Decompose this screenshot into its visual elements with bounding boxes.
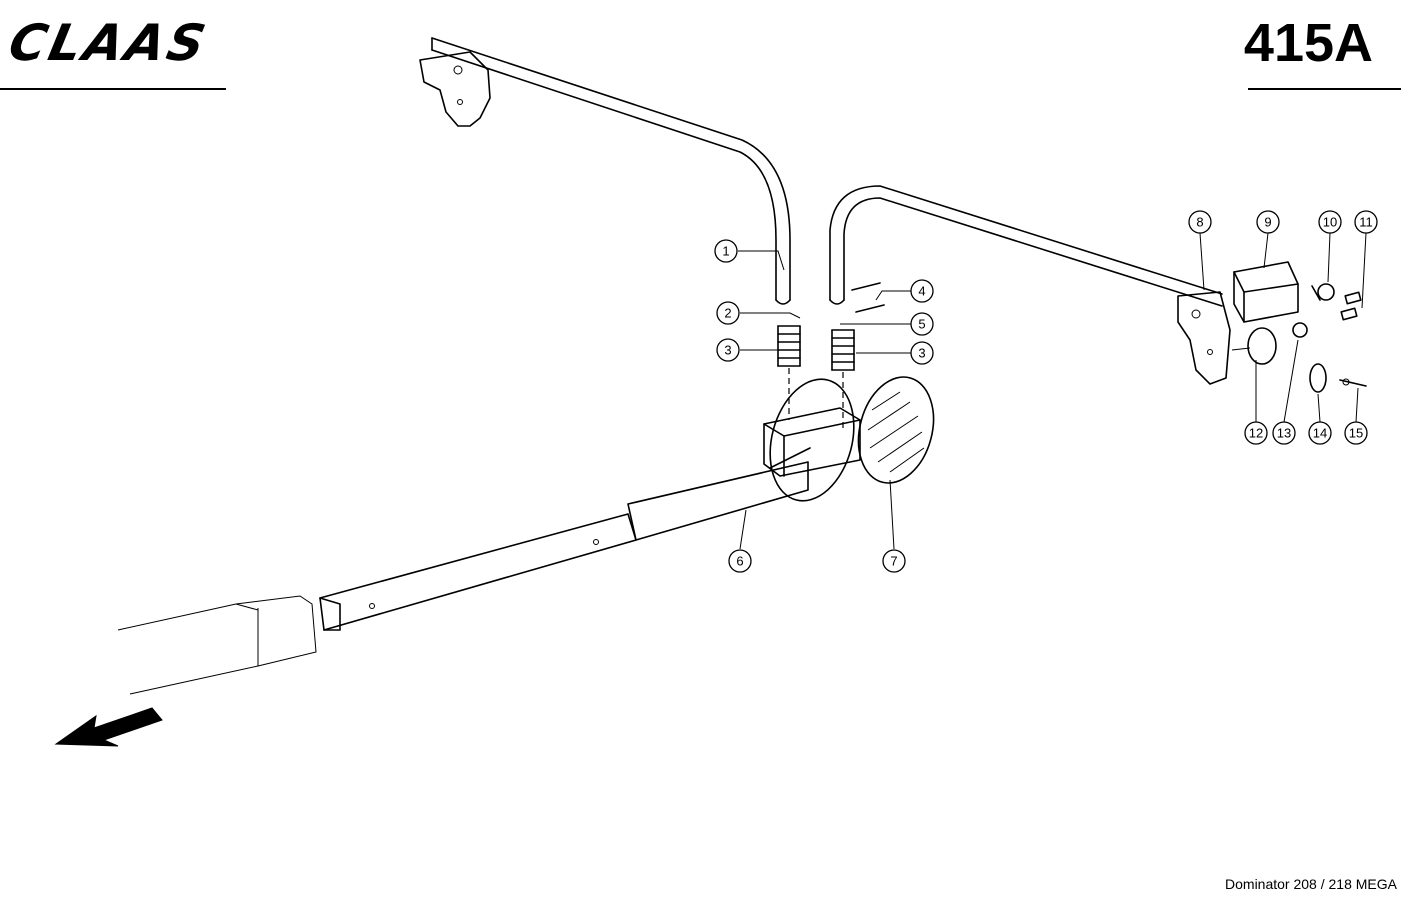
callout-4: 4 [910, 279, 934, 303]
spring-left [777, 325, 801, 367]
callout-11: 11 [1354, 210, 1378, 234]
callout-6: 6 [728, 549, 752, 573]
cap [1292, 322, 1308, 338]
callout-14: 14 [1308, 421, 1332, 445]
model-caption: Dominator 208 / 218 MEGA [1225, 876, 1397, 892]
screw [1339, 378, 1367, 387]
callout-10: 10 [1318, 210, 1342, 234]
callout-1: 1 [714, 239, 738, 263]
right-bracket-plate [1177, 291, 1231, 385]
header-rule-right [1248, 88, 1401, 90]
lamp-housing [1233, 261, 1299, 323]
page-number: 415A [1243, 13, 1373, 73]
callout-label: 4 [918, 284, 925, 299]
mirror [857, 376, 935, 484]
clamp-block [763, 407, 861, 477]
telescoping-arm [319, 461, 809, 631]
callout-7: 7 [882, 549, 906, 573]
callout-label: 10 [1323, 215, 1337, 230]
callout-label: 3 [724, 343, 731, 358]
callout-label: 6 [736, 554, 743, 569]
callout-12: 12 [1244, 421, 1268, 445]
callout-label: 12 [1249, 426, 1263, 441]
callout-2: 2 [716, 301, 740, 325]
callout-label: 9 [1264, 215, 1271, 230]
callout-15: 15 [1344, 421, 1368, 445]
left-bracket-plate [419, 51, 491, 127]
callout-8: 8 [1188, 210, 1212, 234]
callout-9: 9 [1256, 210, 1280, 234]
callout-5: 5 [910, 312, 934, 336]
right-bent-tube [829, 185, 1223, 307]
callout-label: 3 [918, 346, 925, 361]
callout-label: 2 [724, 306, 731, 321]
callout-label: 13 [1277, 426, 1291, 441]
gear-nut [1309, 363, 1327, 393]
ghost-arm-end [117, 595, 317, 695]
pins [851, 282, 885, 313]
header-rule-left [0, 88, 226, 90]
left-bent-tube [431, 37, 791, 305]
callout-label: 11 [1359, 215, 1373, 230]
callout-label: 14 [1313, 426, 1327, 441]
callout-3-left: 3 [716, 338, 740, 362]
callout-label: 8 [1196, 215, 1203, 230]
bulb-small [1340, 291, 1362, 321]
callout-label: 1 [722, 244, 729, 259]
callout-13: 13 [1272, 421, 1296, 445]
callout-label: 5 [918, 317, 925, 332]
callout-label: 7 [890, 554, 897, 569]
bulb-large [1311, 283, 1335, 301]
mount-disk [769, 378, 855, 502]
spring-right [831, 329, 855, 371]
washer-disk [1231, 327, 1277, 365]
callout-3-right: 3 [910, 341, 934, 365]
direction-arrow-icon [54, 707, 163, 747]
callout-label: 15 [1349, 426, 1363, 441]
